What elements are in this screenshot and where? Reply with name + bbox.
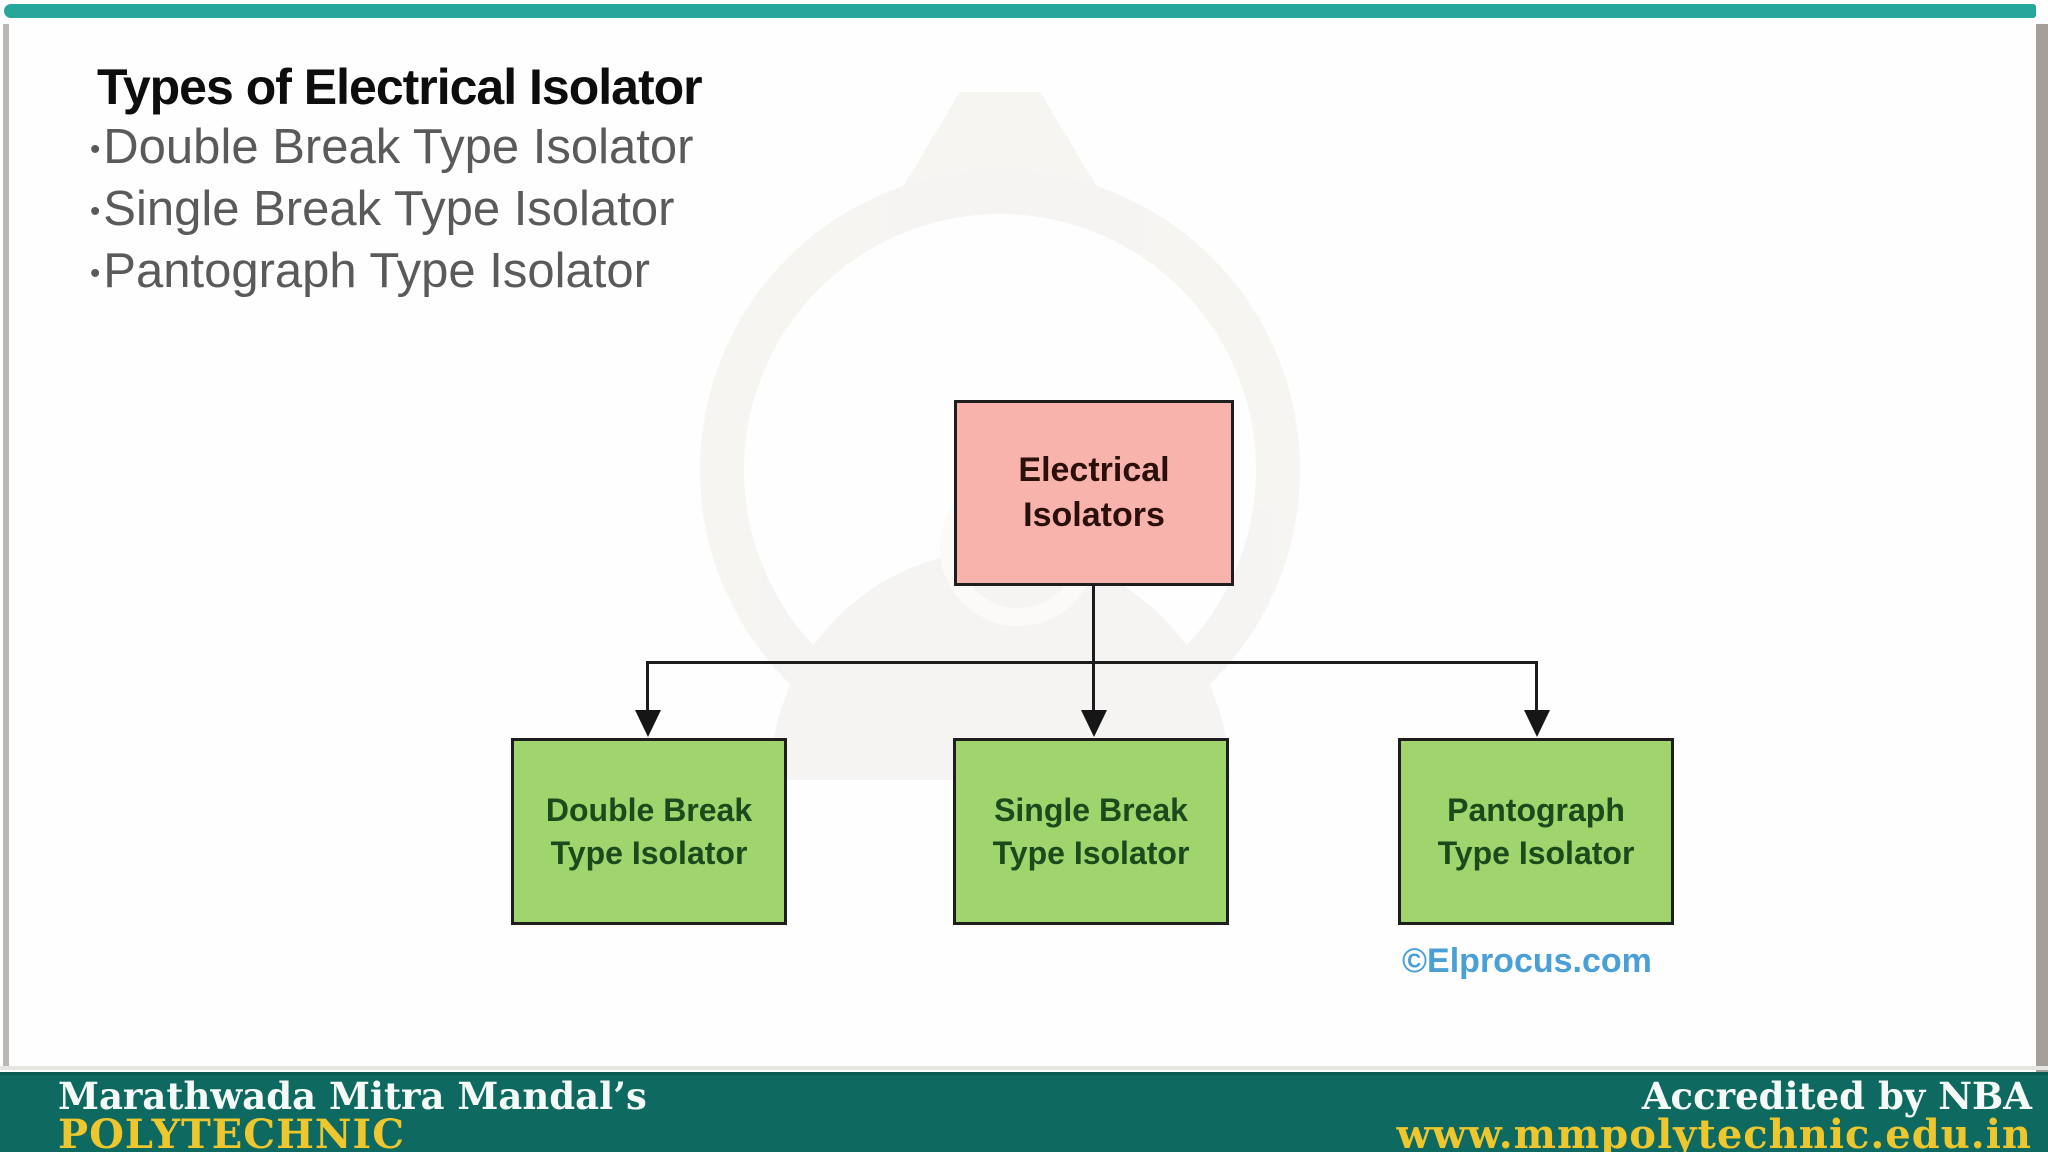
slide-top-accent-bar bbox=[4, 4, 2036, 18]
flowchart-root-node: Electrical Isolators bbox=[954, 400, 1234, 586]
page-title: Types of Electrical Isolator bbox=[97, 58, 703, 115]
slide-left-edge bbox=[3, 24, 9, 1068]
connector-middle-stub bbox=[1092, 661, 1095, 714]
bullet-text: Single Break Type Isolator bbox=[103, 182, 675, 236]
flowchart-node-pantograph: Pantograph Type Isolator bbox=[1398, 738, 1674, 925]
flowchart-node-double-break: Double Break Type Isolator bbox=[511, 738, 787, 925]
slide-bottom-edge bbox=[0, 1066, 2048, 1070]
root-node-label-line1: Electrical bbox=[1018, 451, 1170, 489]
node-label-line2: Type Isolator bbox=[992, 834, 1190, 871]
footer-bar: Marathwada Mitra Mandal’s POLYTECHNIC Ac… bbox=[0, 1072, 2048, 1152]
bullet-marker: • bbox=[90, 132, 101, 166]
connector-left-stub bbox=[646, 661, 649, 714]
node-label-line1: Single Break bbox=[994, 791, 1188, 828]
bullet-marker: • bbox=[90, 256, 101, 290]
watermark-credit-text: ©Elprocus.com bbox=[1402, 942, 1652, 980]
arrowhead-middle-icon bbox=[1081, 710, 1107, 737]
bullet-text: Double Break Type Isolator bbox=[103, 120, 694, 174]
bullet-item: •Single Break Type Isolator bbox=[90, 178, 693, 240]
flowchart-node-single-break: Single Break Type Isolator bbox=[953, 738, 1229, 925]
node-label-line1: Pantograph bbox=[1447, 791, 1625, 828]
bullet-marker: • bbox=[90, 194, 101, 228]
arrowhead-right-icon bbox=[1524, 710, 1550, 737]
connector-right-stub bbox=[1535, 661, 1538, 714]
root-node-label-line2: Isolators bbox=[1023, 496, 1165, 534]
bullet-item: •Double Break Type Isolator bbox=[90, 116, 693, 178]
bullet-text: Pantograph Type Isolator bbox=[103, 244, 650, 298]
footer-website-text: www.mmpolytechnic.edu.in bbox=[1396, 1111, 2032, 1152]
connector-root-vertical bbox=[1092, 585, 1095, 664]
footer-accreditation-block: Accredited by NBA www.mmpolytechnic.edu.… bbox=[1396, 1077, 2032, 1152]
footer-org-type: POLYTECHNIC bbox=[58, 1111, 406, 1152]
bullet-item: •Pantograph Type Isolator bbox=[90, 240, 693, 302]
slide-right-edge bbox=[2036, 24, 2048, 1072]
footer-accreditation-text: Accredited by NBA bbox=[1641, 1074, 2032, 1118]
bullet-list: •Double Break Type Isolator •Single Brea… bbox=[90, 116, 693, 302]
node-label-line2: Type Isolator bbox=[1437, 834, 1635, 871]
arrowhead-left-icon bbox=[635, 710, 661, 737]
footer-org-block: Marathwada Mitra Mandal’s POLYTECHNIC bbox=[58, 1077, 647, 1152]
node-label-line1: Double Break bbox=[545, 791, 753, 828]
node-label-line2: Type Isolator bbox=[550, 834, 748, 871]
footer-org-name: Marathwada Mitra Mandal’s bbox=[58, 1074, 647, 1118]
